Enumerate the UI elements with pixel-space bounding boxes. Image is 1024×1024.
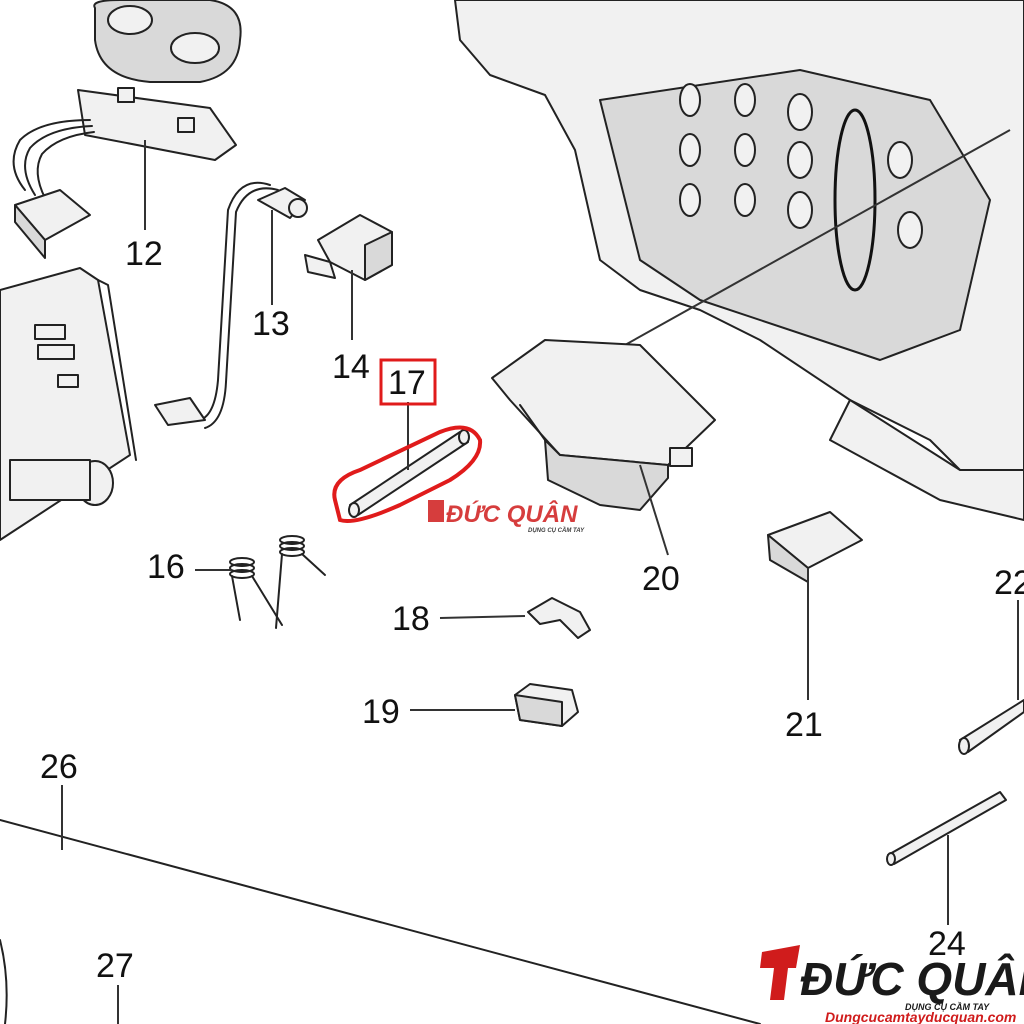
label-14: 14 [332, 348, 370, 386]
housing-edge-left [0, 939, 8, 1024]
label-26: 26 [40, 748, 78, 786]
leader-housing [624, 129, 1011, 346]
part-24-pin [886, 791, 1007, 866]
watermark-corner-tagline: DỤNG CỤ CẦM TAY [905, 1002, 990, 1012]
watermark-corner-url: Dungcucamtayducquan.com [825, 1009, 1016, 1024]
part-16-springs [229, 535, 326, 629]
label-19: 19 [362, 693, 400, 731]
label-17: 17 [388, 364, 426, 402]
label-22: 22 [994, 564, 1024, 602]
part-12-switch-assembly [12, 0, 242, 259]
part-13-wire [154, 181, 308, 429]
part-21-clip [767, 511, 863, 583]
watermark-corner-drill-icon [760, 945, 800, 1000]
part-17-circle [332, 425, 483, 523]
part-22-pin [958, 699, 1024, 755]
spring-right [275, 535, 326, 629]
watermark-corner: ĐỨC QUÂN DỤNG CỤ CẦM TAY Dungcucamtayduc… [760, 945, 1024, 1024]
part-18-bracket [527, 597, 591, 639]
label-20: 20 [642, 560, 680, 598]
highlight-part-17 [332, 358, 483, 523]
label-27: 27 [96, 947, 134, 985]
part-labels: 12 13 14 17 16 18 19 20 21 22 24 26 27 [40, 235, 1024, 985]
leader-lines [61, 140, 1019, 1024]
part-17-pin [348, 429, 470, 518]
label-18: 18 [392, 600, 430, 638]
part-14-connector [304, 214, 393, 281]
circuit-board [0, 267, 137, 541]
label-12: 12 [125, 235, 163, 273]
label-24: 24 [928, 925, 966, 963]
watermark-center-brand: ĐỨC QUÂN [446, 500, 578, 528]
watermark-center: ĐỨC QUÂN DỤNG CỤ CẦM TAY [428, 500, 585, 534]
spring-left [229, 557, 283, 626]
main-housing [454, 0, 1024, 521]
label-13: 13 [252, 305, 290, 343]
label-17-box [379, 358, 437, 406]
label-21: 21 [785, 706, 823, 744]
part-19-block [514, 683, 579, 727]
part-20-trigger [491, 339, 716, 511]
label-16: 16 [147, 548, 185, 586]
housing-edge-lower [0, 819, 761, 1024]
watermark-corner-brand: ĐỨC QUÂN [800, 953, 1024, 1005]
watermark-center-tagline: DỤNG CỤ CẦM TAY [528, 527, 585, 534]
watermark-center-drill-icon [428, 500, 444, 522]
